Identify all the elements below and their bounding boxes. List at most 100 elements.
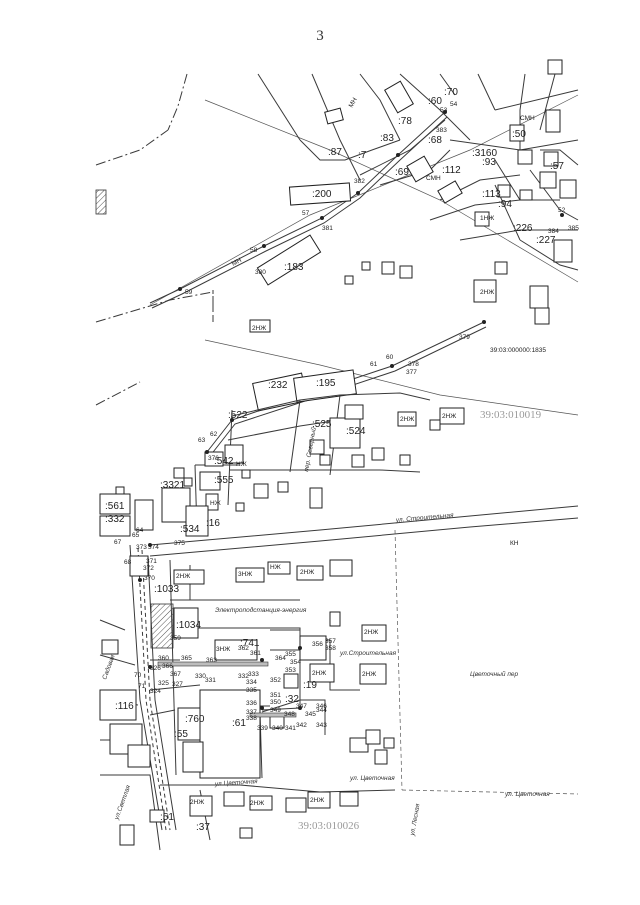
svg-text:2НЖ: 2НЖ [310,797,324,804]
svg-text:351: 351 [270,692,281,699]
svg-text:383: 383 [436,127,447,134]
svg-text:384: 384 [548,228,559,235]
svg-text:346: 346 [316,703,327,710]
parcel-label: :87 [328,147,342,158]
svg-text:370: 370 [144,575,155,582]
parcel-label: :19 [303,680,317,691]
svg-text:335: 335 [246,687,257,694]
svg-text:НЖ: НЖ [270,564,281,571]
parcel-label: :200 [312,189,332,200]
svg-text:337: 337 [246,709,257,716]
svg-text:331: 331 [205,677,216,684]
parcel-label: :37 [196,822,210,833]
parcel-label: :70 [444,87,458,98]
svg-text:326: 326 [150,665,161,672]
svg-text:СМН: СМН [520,115,535,122]
parcel-label: :61 [232,718,246,729]
parcel-label: :561 [105,501,125,512]
svg-text:2НЖ: 2НЖ [480,289,494,296]
svg-text:385: 385 [568,225,579,232]
svg-text:376: 376 [208,455,219,462]
parcel-label: :542 [214,456,234,467]
parcel-label: :534 [180,524,200,535]
svg-text:374: 374 [148,544,159,551]
parcel-label: :226 [513,223,533,234]
svg-text:347: 347 [296,703,307,710]
parcel-label: :113 [482,189,501,200]
station-label: Электроподстанция-энергия [215,606,307,614]
svg-text:2НЖ: 2НЖ [190,799,204,806]
parcel-label: :195 [316,378,336,389]
parcel-label: :7 [358,150,367,161]
parcel-label: :227 [536,235,556,246]
street-label-tsvetochny: Цветочный пер [470,670,519,678]
parcel-label: :1034 [176,620,201,631]
parcel-label: :57 [550,161,564,172]
parcel-label: :50 [512,129,526,140]
district-boundary [95,73,214,406]
building-tags: 2НЖ 3НЖ НЖ 2НЖ 3НЖ 2НЖ 2НЖ 2НЖ 2НЖ 2НЖ Н… [176,115,535,807]
street-label-sadovaya: Садовая [100,653,117,681]
parcel-label: :69 [395,167,409,178]
svg-text:338: 338 [246,715,257,722]
svg-text:2НЖ: 2НЖ [364,629,378,636]
svg-text:324: 324 [150,688,161,695]
svg-text:343: 343 [316,722,327,729]
svg-text:2НЖ: 2НЖ [300,569,314,576]
svg-text:379: 379 [459,334,470,341]
svg-text:330: 330 [195,673,206,680]
svg-text:62: 62 [210,431,218,438]
svg-text:381: 381 [322,225,333,232]
svg-text:58: 58 [250,247,258,254]
svg-text:358: 358 [325,645,336,652]
svg-text:71: 71 [138,683,146,690]
svg-text:341: 341 [285,725,296,732]
parcel-labels: :70 :60 :78 :83 :87 :7 :69 :68 :3160 :11… [105,87,564,833]
svg-text:3НЖ: 3НЖ [238,571,252,578]
svg-text:349: 349 [270,707,281,714]
street-stroitelnaya [149,505,579,557]
svg-text:68: 68 [124,559,132,566]
svg-text:63: 63 [198,437,206,444]
parcel-label: :525 [312,419,332,430]
svg-text:362: 362 [238,645,249,652]
svg-text:361: 361 [250,650,261,657]
middle-parcels [99,392,465,537]
lower-parcels [99,529,579,851]
survey-points [138,110,564,710]
svg-text:325: 325 [158,680,169,687]
parcel-label: :55 [174,729,188,740]
street-label-svetlaya: ул.Светлая [113,784,132,822]
street-label-tsvetochnaya: ул.Цветочная [214,778,259,788]
upper-right-parcels [249,59,579,412]
parcel-label: :51 [160,812,174,823]
svg-text:353: 353 [285,667,296,674]
parcel-label: :741 [240,638,260,649]
svg-text:360: 360 [158,655,169,662]
svg-text:70: 70 [134,672,142,679]
street-label-tsvetochnaya: ул. Цветочная [349,775,395,782]
svg-text:СМН: СМН [426,175,441,182]
parcel-label: :555 [214,475,234,486]
svg-text:333: 333 [248,671,259,678]
street-label-stroitelnaya: ул.Строительная [339,650,397,657]
svg-text:61: 61 [370,361,378,368]
parcel-label: :16 [206,518,220,529]
parcel-label: :3321 [160,480,185,491]
svg-text:367: 367 [170,671,181,678]
svg-text:336: 336 [246,700,257,707]
svg-text:59: 59 [185,289,193,296]
svg-text:355: 355 [285,651,296,658]
svg-text:2НЖ: 2НЖ [176,573,190,580]
svg-text:327: 327 [172,681,183,688]
svg-text:52: 52 [558,207,566,214]
svg-text:65: 65 [132,532,140,539]
svg-text:60: 60 [386,354,394,361]
svg-text:382: 382 [354,178,365,185]
svg-text:380: 380 [255,269,266,276]
svg-text:332: 332 [238,673,249,680]
svg-text:НЖ: НЖ [236,461,247,468]
street-label-tsvetochnaya: ул. Цветочная [504,791,550,798]
svg-text:377: 377 [406,369,417,376]
